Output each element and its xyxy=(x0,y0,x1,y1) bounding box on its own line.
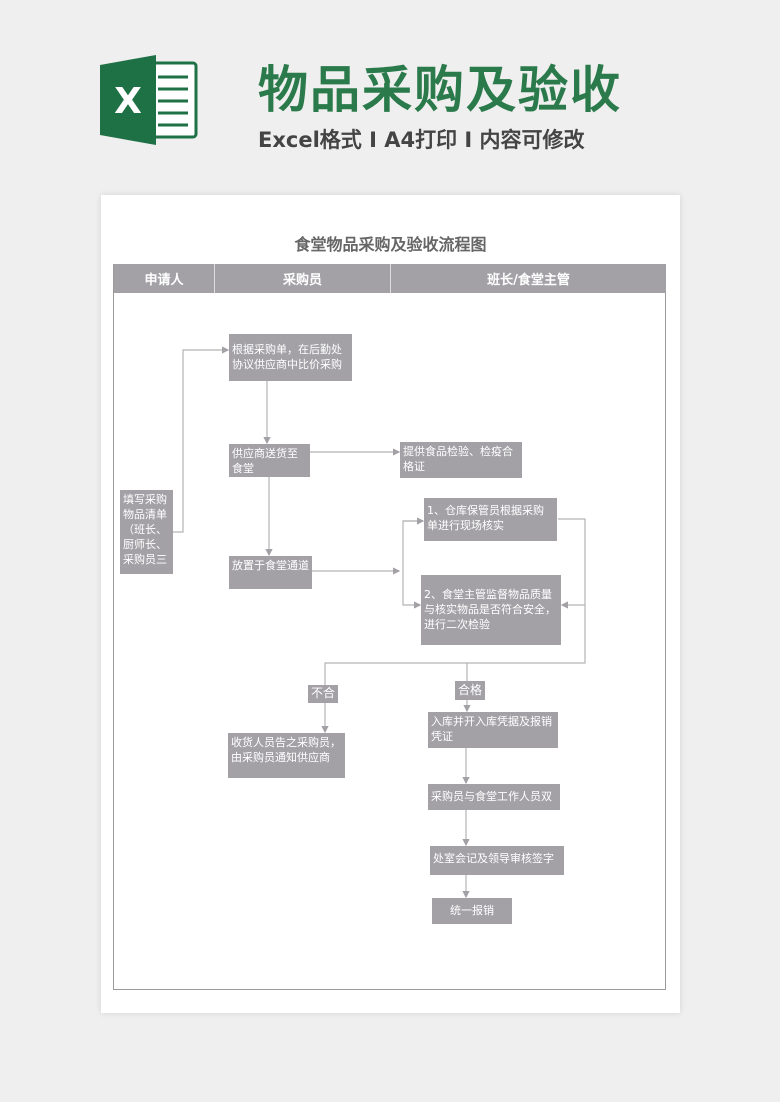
step-reimburse: 统一报销 xyxy=(432,898,512,924)
fail-label: 不合 xyxy=(308,685,338,703)
document-title: 食堂物品采购及验收流程图 xyxy=(294,235,487,254)
step-purchase: 根据采购单，在后勤处协议供应商中比价采购 xyxy=(229,334,352,381)
step-place: 放置于食堂通道 xyxy=(229,556,312,589)
step-store: 入库并开入库凭据及报销凭证 xyxy=(428,712,558,748)
banner-subtitle: Excel格式 Ⅰ A4打印 Ⅰ 内容可修改 xyxy=(258,128,585,152)
step-double-check: 采购员与食堂工作人员双 xyxy=(428,784,560,810)
column-header-buyer: 采购员 xyxy=(215,264,391,293)
step-deliver: 供应商送货至食堂 xyxy=(229,444,310,477)
step-notify: 收货人员告之采购员，由采购员通知供应商 xyxy=(228,733,345,778)
svg-text:X: X xyxy=(114,81,142,122)
excel-logo-icon: X xyxy=(100,55,198,145)
document-page xyxy=(101,195,680,1013)
pass-label: 合格 xyxy=(455,681,485,700)
step-check1: 1、仓库保管员根据采购单进行现场核实 xyxy=(424,498,557,541)
step-apply: 填写采购物品清单（班长、厨师长、采购员三 xyxy=(120,490,173,574)
column-header-applicant: 申请人 xyxy=(114,264,215,293)
column-header-supervisor: 班长/食堂主管 xyxy=(391,264,666,293)
step-certificate: 提供食品检验、检疫合格证 xyxy=(400,442,522,478)
step-check2: 2、食堂主管监督物品质量与核实物品是否符合安全，进行二次检验 xyxy=(421,575,561,645)
step-sign: 处室会记及领导审核签字 xyxy=(430,846,564,875)
banner-title: 物品采购及验收 xyxy=(258,61,622,119)
